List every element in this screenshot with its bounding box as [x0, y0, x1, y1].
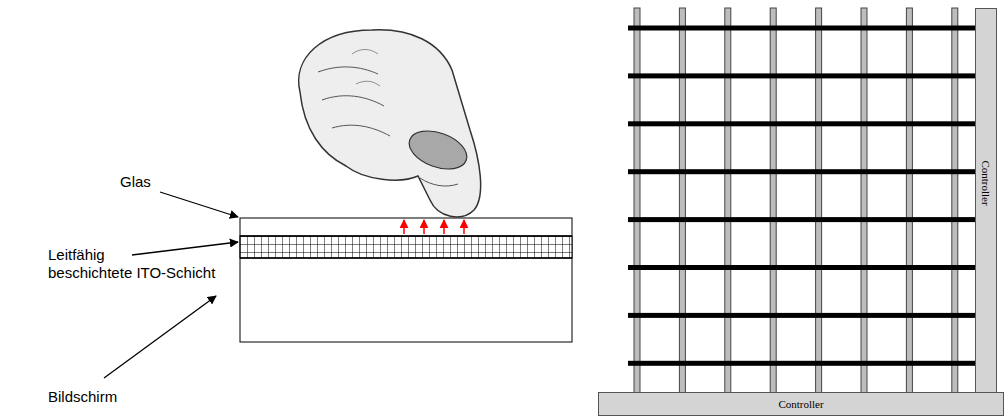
- field-arrows: [404, 220, 464, 234]
- layer-border: [240, 257, 572, 259]
- row-electrode: [628, 26, 976, 31]
- row-electrode: [628, 169, 976, 174]
- display-stack: [240, 218, 572, 342]
- row-electrode: [628, 217, 976, 222]
- column-electrode: [861, 8, 867, 394]
- leader-line: [132, 242, 238, 255]
- leader-line: [160, 192, 238, 217]
- row-electrode: [628, 313, 976, 318]
- part-label: Leitfähig beschichtete ITO-Schicht: [48, 246, 215, 282]
- row-electrode: [628, 265, 976, 270]
- controller-label: Controller: [980, 161, 992, 206]
- row-electrode: [628, 361, 976, 366]
- layer-border: [240, 235, 572, 237]
- controller-bar: Controller: [598, 392, 1004, 416]
- row-electrode: [628, 121, 976, 126]
- part-label: Glas: [120, 173, 151, 191]
- part-label: Bildschirm: [48, 388, 117, 406]
- finger: [299, 30, 481, 217]
- column-electrode: [906, 8, 912, 394]
- controller-bar: Controller: [975, 8, 997, 404]
- column-electrode: [770, 8, 776, 394]
- controller-label: Controller: [778, 398, 823, 410]
- row-electrode: [628, 73, 976, 78]
- ito-layer: [240, 236, 572, 258]
- leader-line: [104, 296, 216, 378]
- column-electrode: [816, 8, 822, 394]
- column-electrode: [634, 8, 640, 394]
- column-electrode: [679, 8, 685, 394]
- column-electrode: [725, 8, 731, 394]
- column-electrode: [952, 8, 958, 394]
- electrode-grid: [628, 8, 976, 394]
